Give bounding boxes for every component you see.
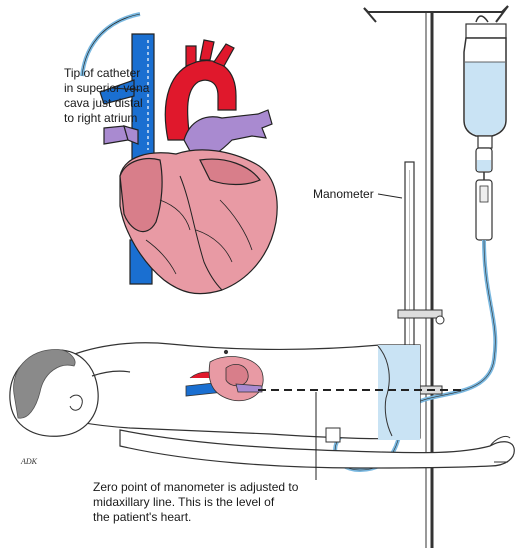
zero-point-line-2: midaxillary line. This is the level of [93, 495, 275, 509]
iv-site [325, 427, 341, 443]
zero-point-line-3: the patient's heart. [93, 510, 192, 524]
chest-heart [185, 356, 264, 402]
artist-signature: ADK [21, 457, 37, 466]
heart-illustration [80, 12, 278, 295]
patient [9, 342, 515, 469]
catheter-tip-line-4: to right atrium [64, 111, 138, 125]
manometer-leader [377, 193, 403, 199]
iv-bag [463, 15, 507, 241]
catheter-tip-label: Tip of catheter in superior vena cava ju… [64, 66, 149, 126]
catheter-tip-line-1: Tip of catheter [64, 66, 141, 80]
catheter-tip-line-3: cava just distal [64, 96, 143, 110]
catheter-tip-line-2: in superior vena [64, 81, 150, 95]
manometer-label: Manometer [313, 187, 374, 202]
zero-point-line-1: Zero point of manometer is adjusted to [93, 480, 299, 494]
iv-tubing [410, 239, 498, 408]
catheter-tip-leader [111, 87, 141, 91]
zero-point-label: Zero point of manometer is adjusted to m… [93, 480, 298, 525]
manometer-text: Manometer [313, 187, 374, 201]
